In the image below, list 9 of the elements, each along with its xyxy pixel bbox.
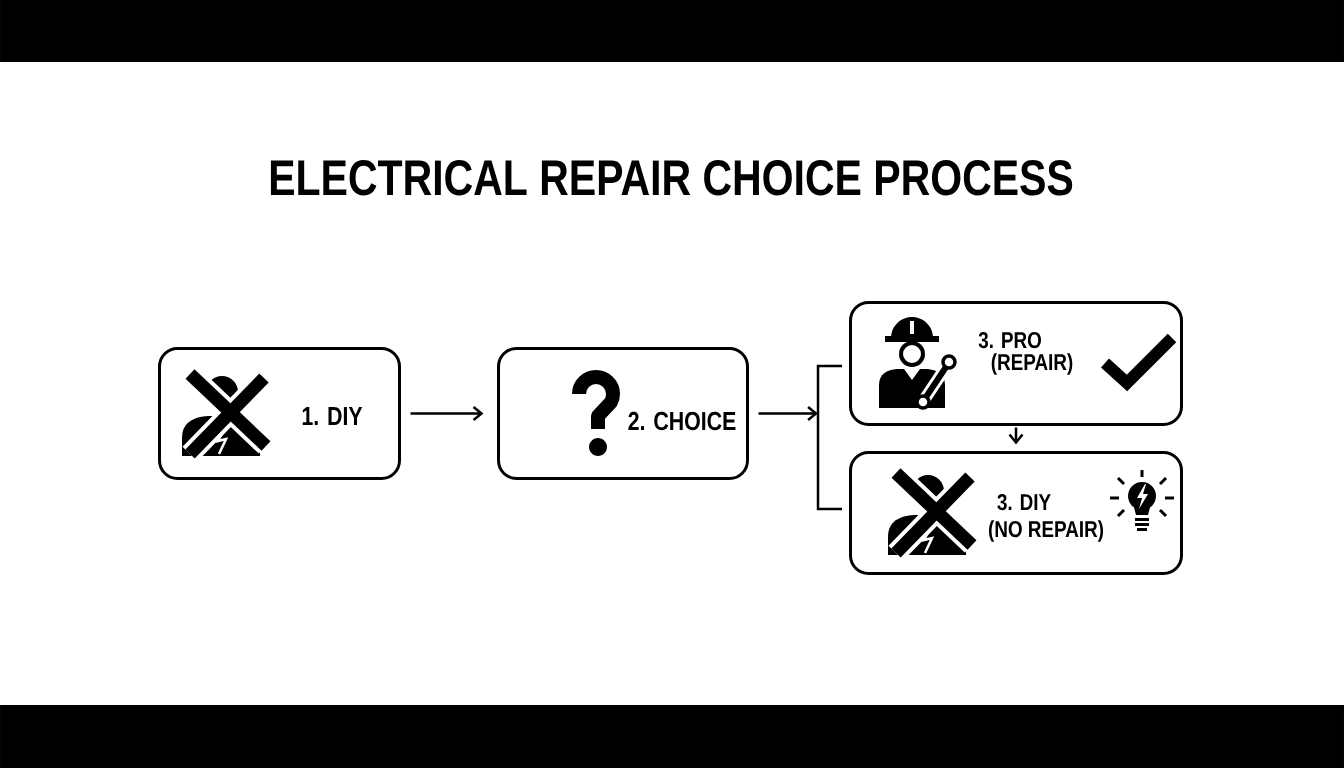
arrow — [758, 406, 818, 421]
step-box: 1. DIY — [158, 347, 401, 480]
step-box: 3. DIY (NO REPAIR) — [849, 451, 1183, 575]
step-box: 3. PRO (REPAIR) — [849, 301, 1183, 426]
arrow — [410, 406, 484, 421]
arrow — [1008, 427, 1024, 445]
step-box: 2. CHOICE — [497, 347, 749, 480]
bracket — [816, 364, 842, 511]
title: ELECTRICAL REPAIR CHOICE PROCESS — [270, 160, 1073, 196]
